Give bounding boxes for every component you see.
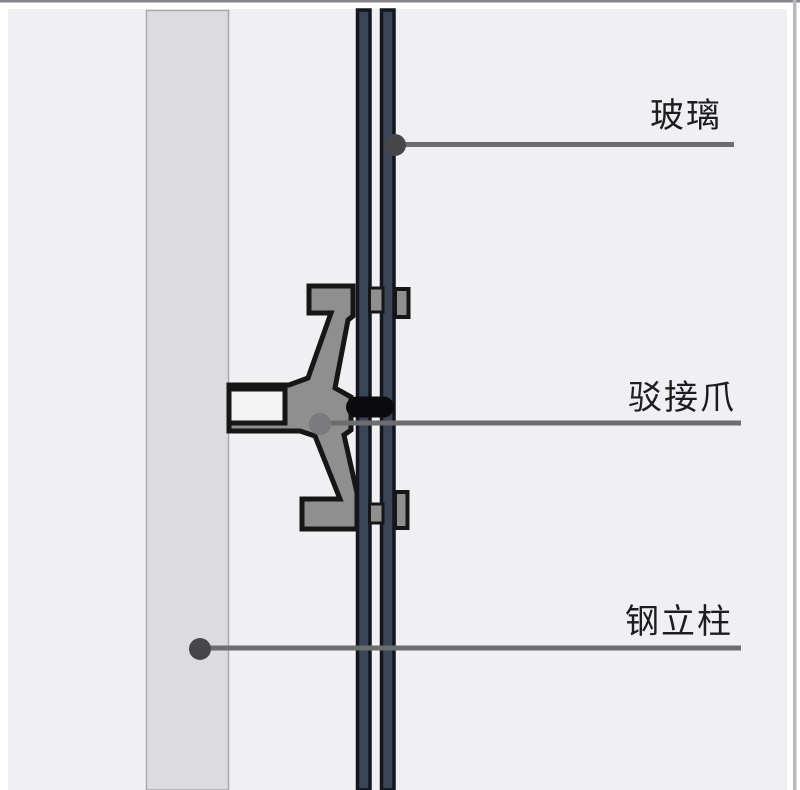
spider-bottom-outer-plate — [393, 490, 410, 530]
column-label: 钢立柱 — [625, 603, 733, 641]
spider-label: 驳接爪 — [628, 379, 736, 417]
top-border-line — [0, 0, 800, 3]
spider-leader-dot — [309, 413, 331, 435]
spider-bottom-spacer — [368, 502, 385, 525]
spider-fitting-body — [226, 283, 360, 532]
spider-top-spacer — [368, 286, 385, 314]
spider-top-outer-plate — [393, 287, 411, 319]
steel-column — [145, 9, 230, 790]
right-border-line — [793, 0, 797, 790]
column-leader-dot — [189, 638, 211, 660]
glass-label: 玻璃 — [650, 97, 722, 135]
spider-arm-slot — [226, 386, 288, 426]
glass-leader-dot — [384, 134, 406, 156]
bolt-gasket — [346, 396, 394, 418]
